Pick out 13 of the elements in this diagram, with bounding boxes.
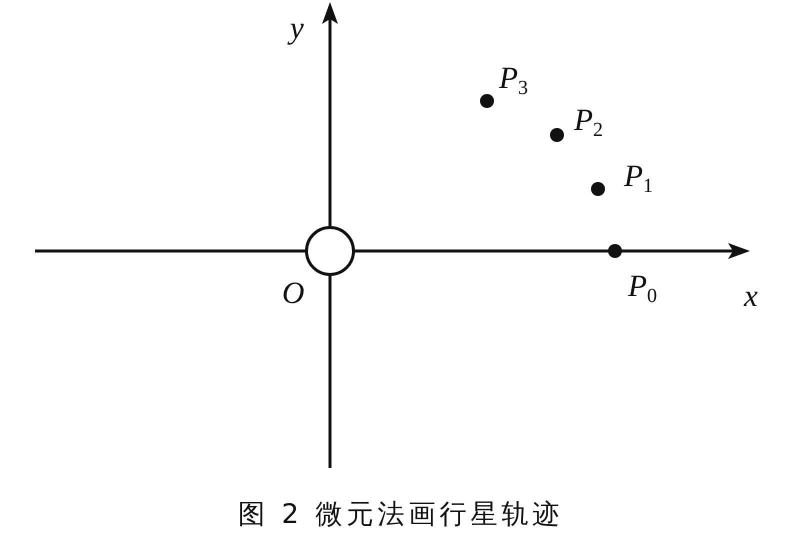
point-dot: [591, 182, 605, 196]
center-circle: [305, 226, 355, 276]
point-label: P$_{3}$: [499, 62, 528, 93]
point-dot: [608, 244, 622, 258]
point-dot: [480, 94, 494, 108]
axis-label: y: [290, 12, 304, 43]
point-label: P$_{0}$: [628, 270, 657, 301]
axis-label: x: [744, 280, 758, 311]
point-label: P$_{1}$: [624, 160, 653, 191]
caption: 图 2 微元法画行星轨迹: [238, 498, 564, 532]
point-dot: [550, 128, 564, 142]
point-label: P$_{2}$: [574, 104, 603, 135]
origin-label: O: [282, 277, 304, 308]
